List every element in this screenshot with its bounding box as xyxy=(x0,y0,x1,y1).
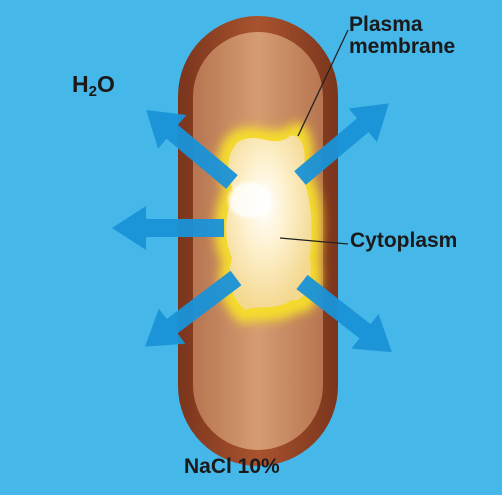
arrow-upper-left-icon xyxy=(146,110,238,189)
plasma-membrane-leader xyxy=(297,29,349,137)
arrow-lower-left-icon xyxy=(144,270,242,347)
cytoplasm-leader xyxy=(279,237,349,245)
water-arrows xyxy=(112,103,392,353)
cytoplasm-label: Cytoplasm xyxy=(350,229,458,252)
arrow-upper-right-icon xyxy=(294,103,389,185)
solution-label: NaCl 10% xyxy=(184,455,280,478)
arrow-left-icon xyxy=(112,206,224,250)
water-label: H2O xyxy=(72,71,115,100)
plasma-membrane-label: Plasma membrane xyxy=(349,13,456,59)
arrow-lower-right-icon xyxy=(296,274,392,353)
cytoplasm-blob xyxy=(226,135,312,310)
